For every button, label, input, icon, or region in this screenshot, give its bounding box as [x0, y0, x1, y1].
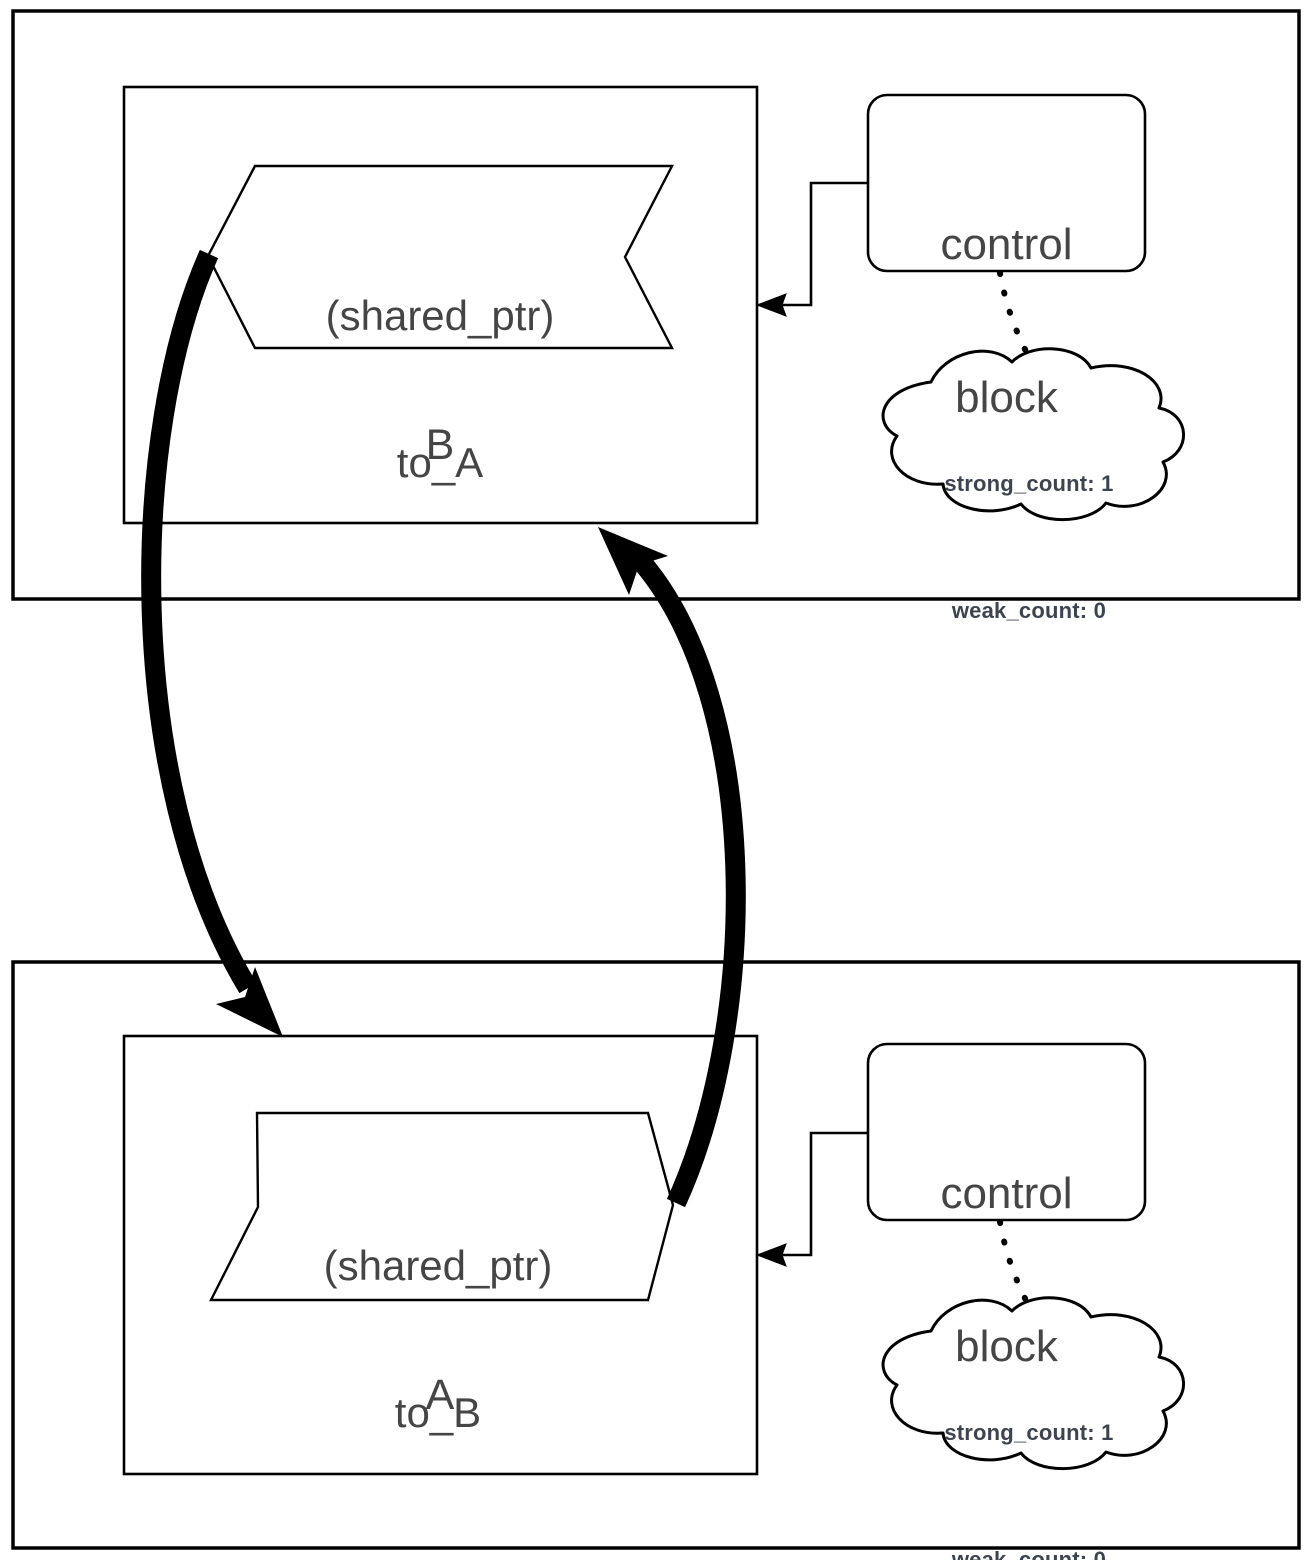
cloud-b-strong-count-separator: :: [1087, 470, 1095, 496]
cloud-a-counts: strong_count: 1 weak_count: 0: [880, 1343, 1140, 1560]
control-block-b-connector-arrowhead: [755, 293, 787, 317]
cloud-a-weak-count-value: 0: [1093, 1547, 1107, 1560]
cloud-a-strong-count-value: 1: [1101, 1419, 1114, 1445]
control-block-a-label: control block: [868, 1066, 1145, 1474]
cloud-b-counts: strong_count: 1 weak_count: 0: [880, 394, 1140, 700]
cloud-b-strong-count-value: 1: [1101, 470, 1114, 496]
shared-ptr-to-a-label: (shared_ptr) to_A: [255, 195, 625, 585]
cloud-b-strong-count-label: strong_count: [944, 470, 1088, 496]
control-block-b-line2: block: [955, 373, 1058, 423]
object-label-a: A: [425, 1371, 455, 1419]
shared-ptr-to-b-line1: (shared_ptr): [323, 1242, 553, 1290]
cloud-a-shape: [881, 1296, 1185, 1471]
cloud-b-shape: [881, 347, 1185, 522]
b-to-a-reference-arrowhead: [216, 967, 283, 1037]
control-block-b-dotted-leader: [997, 270, 1046, 384]
shared-ptr-to-b-shape: [209, 1111, 675, 1302]
cloud-a-strong-count-separator: :: [1087, 1419, 1095, 1445]
control-block-a-line2: block: [955, 1322, 1058, 1372]
a-to-b-reference-arrowhead: [598, 527, 668, 595]
cloud-b-weak-count-row: weak_count: 0: [880, 573, 1140, 650]
a-to-b-reference-curve: [632, 553, 746, 1208]
control-block-a-connector: [773, 1131, 868, 1257]
cloud-b-weak-count-label: weak_count: [951, 598, 1080, 624]
shared-ptr-to-b-line2: to_B: [394, 1388, 482, 1436]
cloud-b-strong-count-row: strong_count: 1: [880, 445, 1140, 522]
cloud-a-weak-count-row: weak_count: 0: [880, 1522, 1140, 1560]
control-block-a-connector-arrowhead: [755, 1243, 787, 1267]
b-to-a-reference-curve: [141, 249, 257, 994]
shared-ptr-to-a-line2: to_A: [396, 438, 484, 486]
cloud-a-weak-count-label: weak_count: [951, 1547, 1080, 1560]
cloud-a-strong-count-row: strong_count: 1: [880, 1394, 1140, 1471]
cloud-a-weak-count-separator: :: [1079, 1547, 1088, 1560]
control-block-b-connector: [773, 181, 868, 307]
shared-ptr-to-b-label: (shared_ptr) to_B: [253, 1145, 623, 1535]
control-block-b-line1: control: [940, 220, 1073, 270]
object-label-b: B: [425, 421, 455, 469]
control-block-b-label: control block: [868, 117, 1145, 525]
cloud-a-strong-count-label: strong_count: [944, 1419, 1088, 1445]
cloud-b-weak-count-value: 0: [1093, 598, 1107, 624]
control-block-a-line1: control: [940, 1169, 1073, 1219]
cloud-b-weak-count-separator: :: [1079, 598, 1088, 624]
shared-ptr-to-a-line1: (shared_ptr): [325, 292, 555, 340]
control-block-a-dotted-leader: [997, 1219, 1046, 1333]
